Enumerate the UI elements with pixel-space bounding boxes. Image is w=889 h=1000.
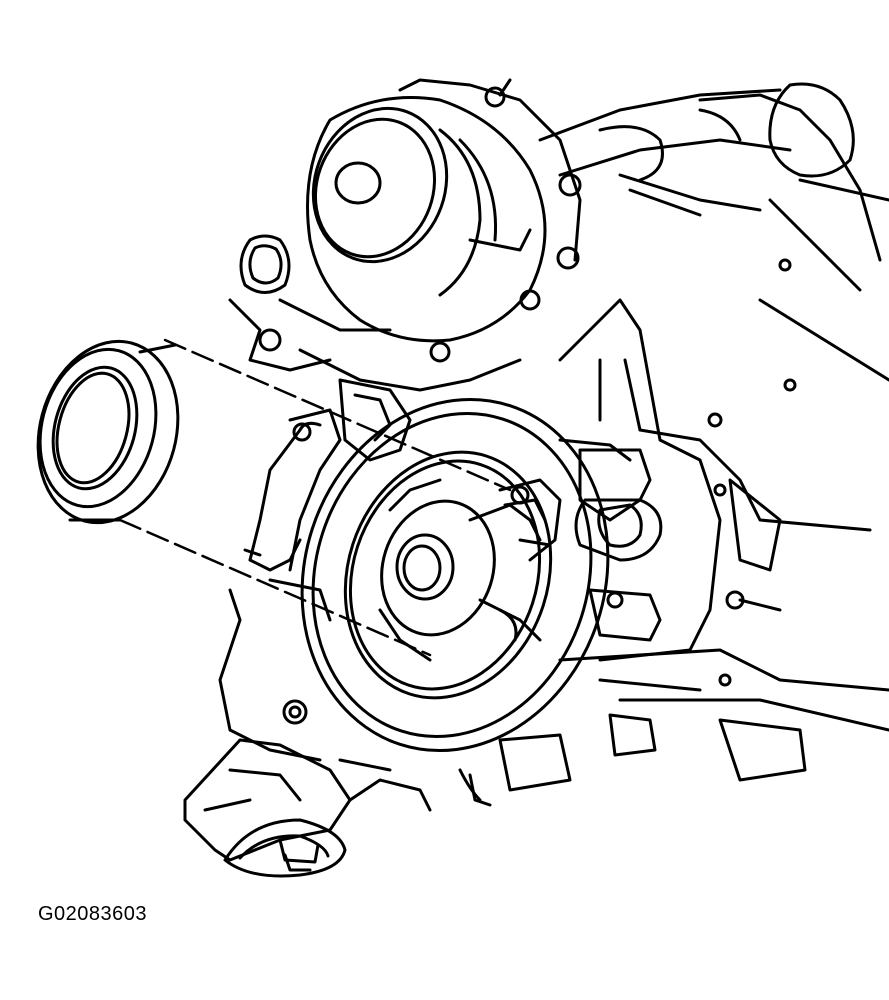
figure-id-label: G02083603 xyxy=(38,903,148,925)
front-cover-seal-bore xyxy=(257,359,652,790)
water-pump xyxy=(230,80,580,390)
front-cover-right xyxy=(560,300,720,660)
crankshaft-front-seal xyxy=(19,326,198,539)
engine-block xyxy=(500,84,889,790)
alignment-lines xyxy=(120,340,510,655)
front-cover-left xyxy=(220,380,410,760)
oil-filter-adapter xyxy=(185,740,490,876)
coolant-hose xyxy=(540,90,790,215)
